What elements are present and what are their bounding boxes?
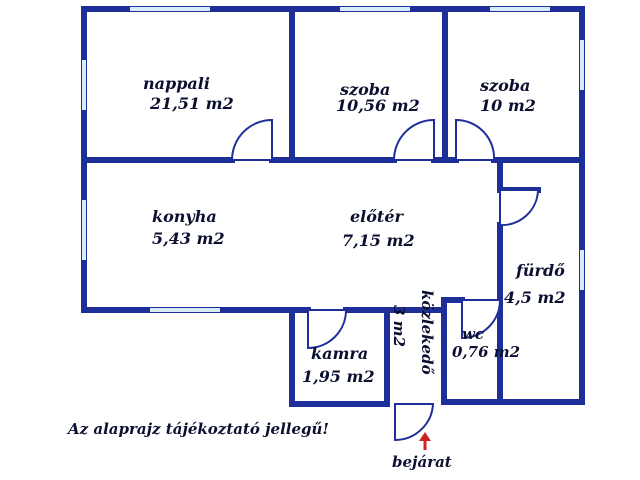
room-label-szoba-2: szoba	[479, 76, 530, 95]
room-area-kozlekedo: 3 m2	[390, 305, 408, 347]
entrance-label: bejárat	[392, 453, 452, 471]
room-label-konyha: konyha	[152, 207, 217, 226]
room-label-nappali: nappali	[143, 74, 210, 93]
room-area-kamra: 1,95 m2	[302, 367, 375, 386]
windows	[82, 7, 584, 312]
room-area-nappali: 21,51 m2	[149, 94, 234, 113]
room-label-kozlekedo: közlekedő	[418, 290, 436, 375]
room-area-szoba-2: 10 m2	[480, 96, 536, 115]
disclaimer-notice: Az alaprajz tájékoztató jellegű!	[66, 420, 329, 438]
entrance-arrow-icon	[419, 432, 431, 450]
room-label-furdo: fürdő	[515, 261, 565, 280]
room-area-furdo: 4,5 m2	[504, 288, 565, 307]
room-area-eloter: 7,15 m2	[342, 231, 415, 250]
room-label-szoba-1: szoba	[339, 80, 390, 99]
room-area-szoba-1: 10,56 m2	[336, 96, 420, 115]
room-label-eloter: előtér	[350, 207, 405, 226]
room-area-wc: 0,76 m2	[452, 343, 520, 361]
room-label-wc: wc	[462, 325, 484, 343]
room-label-kamra: kamra	[311, 344, 368, 363]
room-area-konyha: 5,43 m2	[152, 229, 225, 248]
doors	[230, 118, 540, 442]
